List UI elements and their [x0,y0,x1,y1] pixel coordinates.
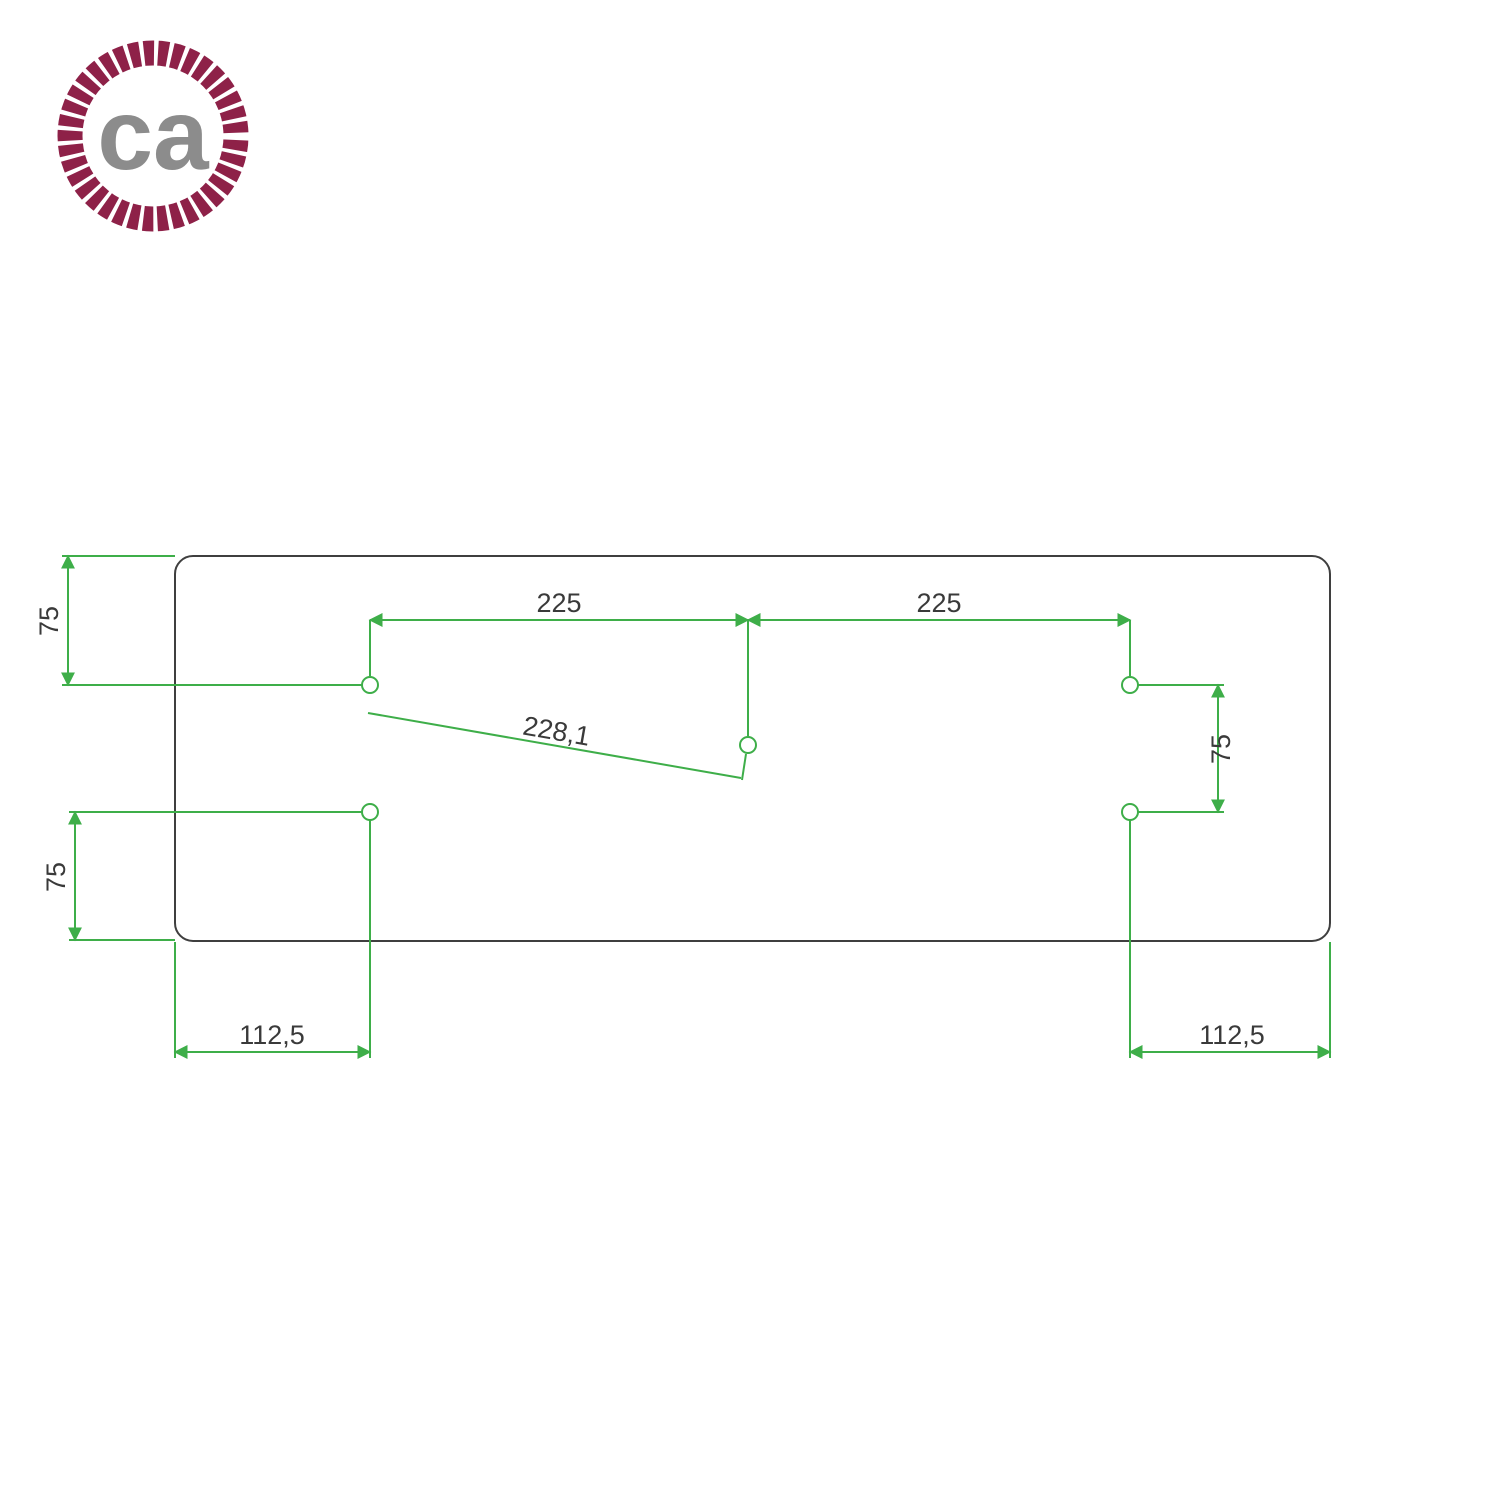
brand-logo: ca [56,39,250,233]
dimension-label-bottom-right: 112,5 [1199,1020,1265,1050]
hole-left-top [361,676,379,694]
hole-right-top [1121,676,1139,694]
logo-text: ca [97,79,210,191]
dimension-label-bottom-left: 112,5 [239,1020,305,1050]
hole-left-bottom [361,803,379,821]
hole-right-bottom [1121,803,1139,821]
extension-line [741,753,747,781]
dimension-label-right-side: 75 [1206,734,1236,764]
dimension-label-left-upper: 75 [34,606,64,636]
logo-rope-ring-texture [56,39,250,233]
dimension-label-top-right: 225 [916,588,961,618]
dimension-label-top-left: 225 [536,588,581,618]
hole-center [739,736,757,754]
dimension-label-left-lower: 75 [41,862,71,892]
dimension-line-diagonal [367,712,742,779]
